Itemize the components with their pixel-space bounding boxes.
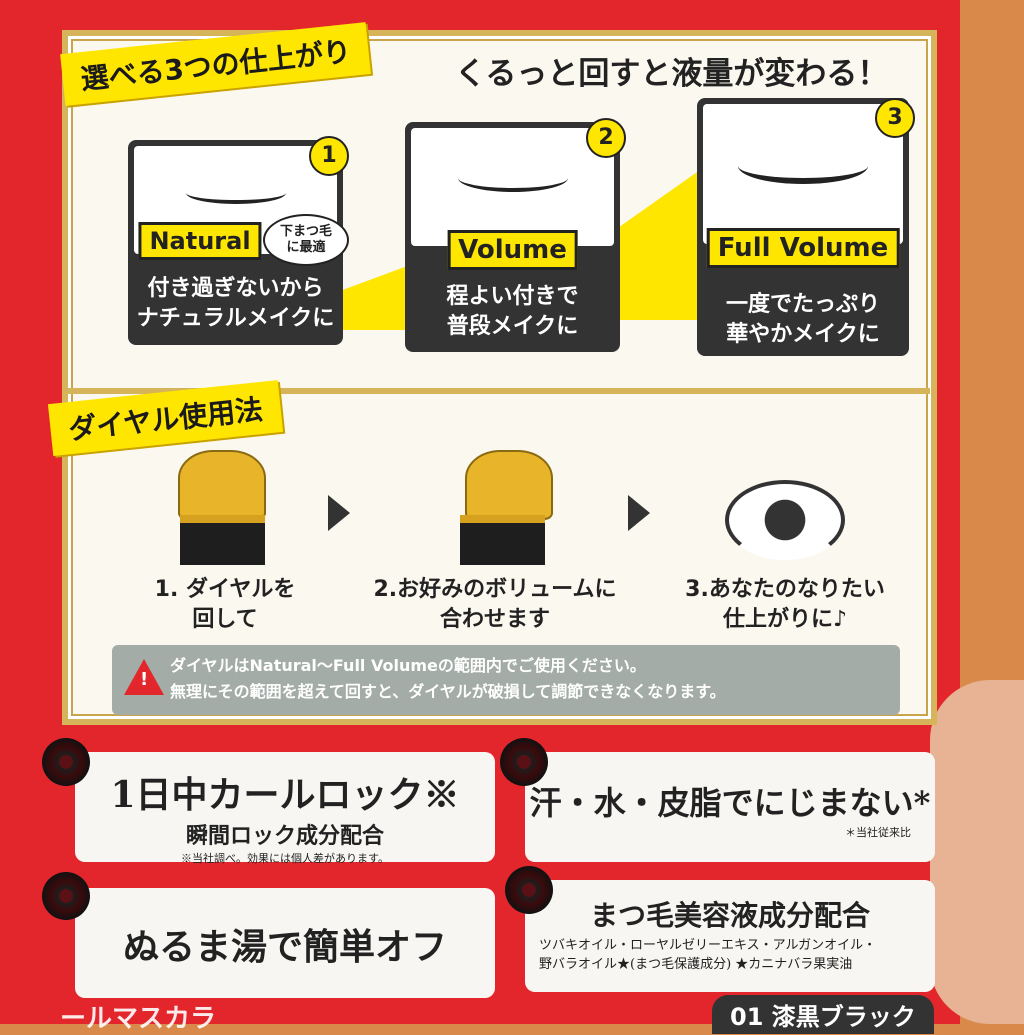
next-arrow-icon	[628, 495, 650, 531]
step-text: 回して	[192, 607, 258, 632]
next-arrow-icon	[328, 495, 350, 531]
dial-icon	[178, 450, 266, 520]
step-text: 仕上がりに♪	[722, 607, 848, 632]
eyelash-icon	[185, 182, 286, 204]
headline: くるっと回すと液量が変わる！	[455, 56, 889, 92]
finish-desc: 付き過ぎないから	[147, 276, 324, 301]
feature-easy-off: ぬるま湯で簡単オフ	[75, 888, 495, 998]
eyelash-icon	[457, 164, 568, 192]
dial-step-2: 2.お好みのボリュームに合わせます	[360, 575, 630, 635]
finish-label: Volume	[447, 230, 578, 270]
warning-box: ! ダイヤルはNatural～Full Volumeの範囲内でご使用ください。 …	[112, 645, 900, 715]
eye-icon	[725, 480, 845, 560]
step-text: 合わせます	[439, 607, 550, 632]
feature-smudge-proof: 汗・水・皮脂でにじまない* ＊当社従来比	[525, 752, 935, 862]
step-text: 2.お好みのボリュームに	[373, 577, 617, 602]
feature-sub: 瞬間ロック成分配合	[185, 823, 384, 849]
number-badge: 1	[309, 136, 349, 176]
eyelash-icon	[738, 148, 868, 184]
finish-desc: ナチュラルメイクに	[136, 306, 335, 331]
feature-title: 1日中カールロック※	[110, 774, 460, 816]
dial-icon	[465, 450, 553, 520]
finish-card-full-volume: 3 Full Volume 一度でたっぷり 華やかメイクに	[697, 98, 915, 356]
rose-icon	[42, 872, 90, 920]
finish-desc: 普段メイクに	[446, 314, 579, 339]
step-text: 3.あなたのなりたい	[685, 577, 885, 602]
shade-tag: 01 漆黒ブラック	[712, 995, 934, 1034]
finish-desc: 一度でたっぷり	[725, 292, 880, 317]
feature-title: まつ毛美容液成分配合	[589, 899, 870, 932]
divider	[68, 388, 930, 394]
warning-text: 無理にその範囲を超えて回すと、ダイヤルが破損して調節できなくなります。	[170, 682, 726, 701]
feature-title: ぬるま湯で簡単オフ	[122, 926, 447, 968]
feature-title: 汗・水・皮脂でにじまない*	[529, 784, 931, 822]
lower-lash-badge: 下まつ毛に最適	[263, 214, 349, 266]
feature-note: 野バラオイル★(まつ毛保護成分) ★カニナバラ果実油	[539, 957, 853, 972]
thumb	[930, 680, 1024, 1024]
number-badge: 2	[586, 118, 626, 158]
step-text: 1. ダイヤルを	[154, 577, 296, 602]
feature-note: ＊当社従来比	[845, 826, 911, 839]
product-name: ールマスカラ	[60, 1004, 217, 1034]
finish-desc: 程よい付きで	[446, 284, 579, 309]
finish-label: Natural	[138, 222, 262, 260]
finish-card-volume: 2 Volume 程よい付きで 普段メイクに	[405, 118, 626, 352]
number-badge: 3	[875, 98, 915, 138]
finish-label: Full Volume	[706, 228, 900, 268]
mascara-cap-icon	[180, 515, 265, 565]
rose-icon	[505, 866, 553, 914]
feature-note: ツバキオイル・ローヤルゼリーエキス・アルガンオイル・	[539, 938, 877, 953]
dial-step-3: 3.あなたのなりたい仕上がりに♪	[665, 575, 905, 635]
mascara-cap-icon	[460, 515, 545, 565]
dial-step-1: 1. ダイヤルを回して	[120, 575, 330, 635]
feature-curl-lock: 1日中カールロック※ 瞬間ロック成分配合 ※当社調べ。効果には個人差があります。	[75, 752, 495, 865]
rose-icon	[500, 738, 548, 786]
warning-icon: !	[124, 659, 164, 695]
finish-desc: 華やかメイクに	[726, 322, 880, 347]
feature-serum: まつ毛美容液成分配合 ツバキオイル・ローヤルゼリーエキス・アルガンオイル・ 野バ…	[525, 880, 935, 992]
warning-text: ダイヤルはNatural～Full Volumeの範囲内でご使用ください。	[170, 656, 646, 675]
finish-card-natural: 1 Natural 下まつ毛に最適 付き過ぎないから ナチュラルメイクに	[128, 136, 349, 345]
rose-icon	[42, 738, 90, 786]
feature-note: ※当社調べ。効果には個人差があります。	[181, 852, 389, 865]
